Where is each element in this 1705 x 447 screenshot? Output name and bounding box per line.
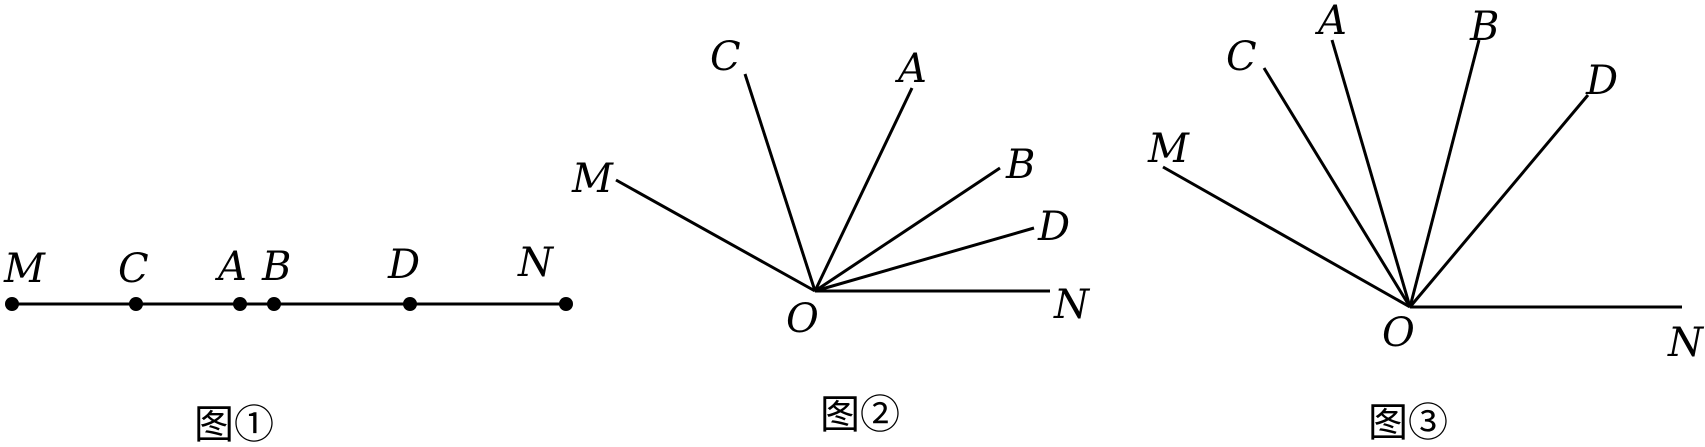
label-b: B: [1469, 4, 1499, 50]
figure-2-caption: 图②: [820, 392, 900, 438]
ray-oc: [1262, 67, 1412, 308]
label-c: C: [118, 246, 149, 292]
label-a: A: [214, 244, 247, 290]
label-n: N: [1053, 282, 1091, 328]
label-a: A: [894, 46, 927, 92]
figure-1-caption: 图①: [194, 402, 274, 447]
ray-om: [615, 178, 816, 293]
ray-ob: [814, 166, 1001, 293]
point-c-dot: [129, 297, 143, 311]
label-d: D: [1037, 204, 1070, 250]
figure-2: M C A B D N O 图②: [571, 34, 1091, 438]
label-c: C: [710, 34, 741, 80]
ray-om: [1162, 165, 1411, 309]
label-o: O: [1382, 310, 1415, 356]
point-n-dot: [559, 297, 573, 311]
point-d-dot: [403, 297, 417, 311]
label-a: A: [1314, 0, 1347, 44]
label-o: O: [786, 296, 819, 342]
point-m-dot: [5, 297, 19, 311]
figure-1: M C A B D N 图①: [3, 240, 573, 447]
label-n: N: [1667, 320, 1705, 366]
ray-oa: [1330, 39, 1412, 308]
ray-od: [1408, 94, 1590, 308]
ray-oc: [743, 73, 817, 292]
label-n: N: [517, 240, 555, 286]
ray-oa: [813, 87, 914, 292]
label-m: M: [1147, 126, 1190, 172]
figure-3-caption: 图③: [1368, 400, 1448, 446]
label-b: B: [1005, 142, 1035, 188]
label-c: C: [1226, 34, 1257, 80]
point-b-dot: [267, 297, 281, 311]
ray-od: [814, 226, 1035, 293]
ray-ob: [1408, 39, 1481, 308]
point-a-dot: [233, 297, 247, 311]
label-d: D: [387, 242, 420, 288]
label-m: M: [3, 246, 46, 292]
figure-3: M C A B D N O 图③: [1147, 0, 1705, 446]
label-b: B: [261, 244, 291, 290]
label-d: D: [1585, 58, 1618, 104]
label-m: M: [571, 156, 614, 202]
